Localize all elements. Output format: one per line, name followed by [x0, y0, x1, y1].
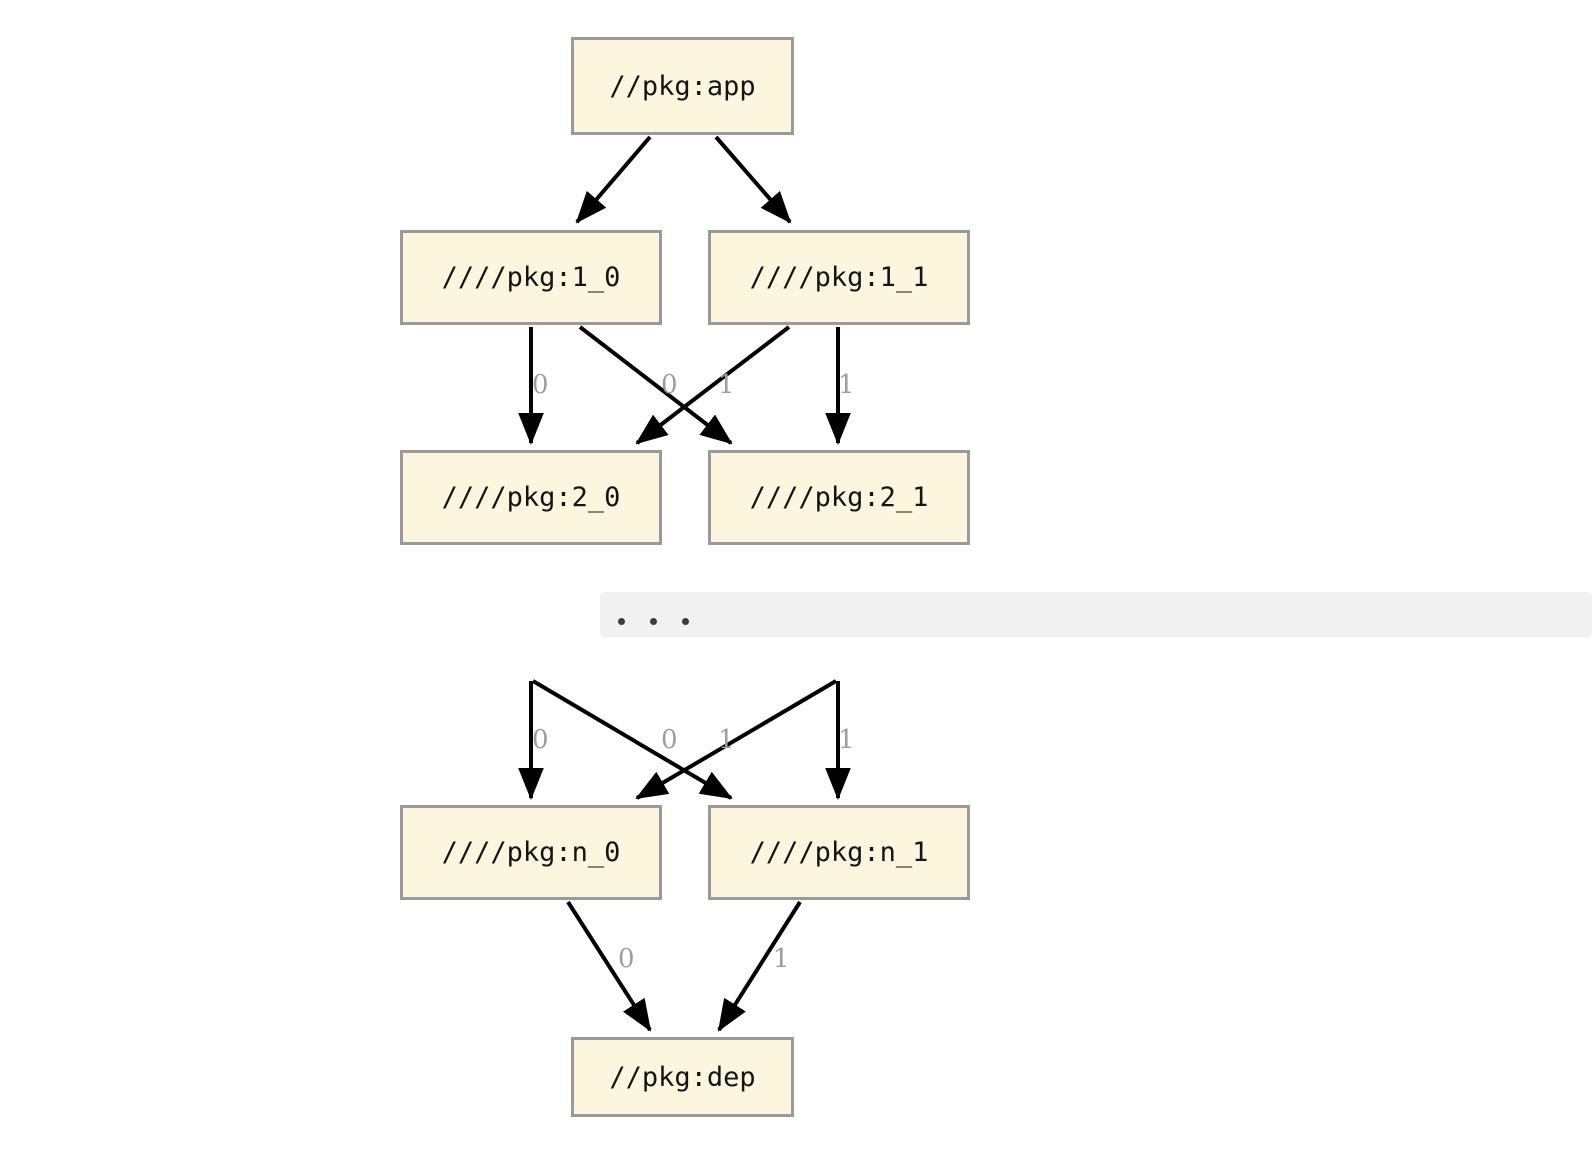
edge-label: 0 [661, 725, 678, 755]
edge-label: 1 [838, 370, 855, 400]
node-dep[interactable]: //pkg:dep [571, 1037, 794, 1117]
node-label: //pkg:app [609, 70, 756, 102]
elided-section-band [600, 592, 1592, 637]
edge-label: 1 [838, 725, 855, 755]
ellipsis-dots [600, 618, 689, 637]
edge-label: 1 [718, 370, 735, 400]
edge-elided-to-n_0-cross [635, 679, 838, 800]
node-label: ////pkg:1_1 [749, 262, 929, 293]
edge-1_0-to-2_1 [578, 325, 733, 445]
edge-elided-to-n_1-cross [531, 679, 733, 800]
edge-1_1-to-2_0 [635, 325, 791, 445]
edge-app-to-1_1 [714, 135, 792, 224]
ellipsis-dot [618, 618, 625, 625]
node-label: ////pkg:1_0 [441, 262, 621, 293]
node-label: ////pkg:2_1 [749, 482, 929, 513]
node-label: ////pkg:2_0 [441, 482, 621, 513]
edge-n_0-to-dep [566, 900, 652, 1032]
ellipsis-dot [682, 618, 689, 625]
node-pkg-n_1[interactable]: ////pkg:n_1 [708, 805, 970, 900]
edge-app-to-1_0 [575, 135, 652, 224]
node-pkg-2_0[interactable]: ////pkg:2_0 [400, 450, 662, 545]
edge-label: 0 [532, 370, 549, 400]
node-pkg-2_1[interactable]: ////pkg:2_1 [708, 450, 970, 545]
edge-n_1-to-dep [717, 900, 802, 1032]
edge-label: 1 [773, 944, 790, 974]
node-label: ////pkg:n_1 [749, 837, 929, 868]
node-label: //pkg:dep [609, 1061, 756, 1093]
edge-label: 0 [618, 944, 635, 974]
node-label: ////pkg:n_0 [441, 837, 621, 868]
node-app[interactable]: //pkg:app [571, 37, 794, 135]
node-pkg-n_0[interactable]: ////pkg:n_0 [400, 805, 662, 900]
node-pkg-1_1[interactable]: ////pkg:1_1 [708, 230, 970, 325]
edge-label: 0 [661, 370, 678, 400]
node-pkg-1_0[interactable]: ////pkg:1_0 [400, 230, 662, 325]
edge-label: 1 [718, 725, 735, 755]
edge-label: 0 [532, 725, 549, 755]
ellipsis-dot [650, 618, 657, 625]
